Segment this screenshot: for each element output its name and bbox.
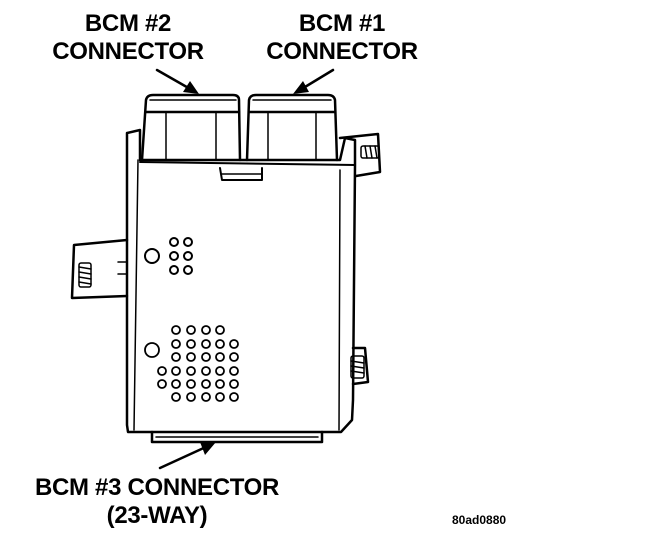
lower-vent-holes — [144, 325, 239, 402]
bcm2-connector-label: BCM #2 CONNECTOR — [48, 10, 208, 66]
bcm2-label-line2: CONNECTOR — [52, 38, 204, 65]
mounting-stud-icon — [78, 262, 92, 288]
arrow-icon — [158, 444, 210, 470]
figure-code: 80ad0880 — [452, 513, 507, 527]
arrow-icon — [293, 81, 309, 94]
arrow-icon — [183, 81, 199, 94]
right-top-mounting-bracket — [338, 132, 382, 178]
upper-vent-holes — [144, 237, 193, 275]
bcm3-label-line2: (23-WAY) — [106, 502, 208, 529]
bcm2-label-line1: BCM #2 — [84, 10, 172, 37]
mounting-stud-icon — [360, 145, 380, 159]
bcm3-connector — [150, 430, 324, 444]
bcm3-label-line1: BCM #3 CONNECTOR — [34, 474, 280, 501]
left-mounting-bracket — [70, 238, 129, 300]
bcm1-connector — [245, 93, 339, 162]
bcm1-connector-label: BCM #1 CONNECTOR — [262, 10, 422, 66]
bcm3-connector-label: BCM #3 CONNECTOR (23-WAY) — [22, 474, 292, 530]
arrow-icon — [155, 68, 194, 92]
bcm2-connector — [140, 93, 242, 162]
arrow-icon — [200, 442, 216, 455]
bcm-housing — [125, 128, 357, 434]
bcm1-label-line2: CONNECTOR — [266, 38, 418, 65]
bcm1-label-line1: BCM #1 — [298, 10, 386, 37]
